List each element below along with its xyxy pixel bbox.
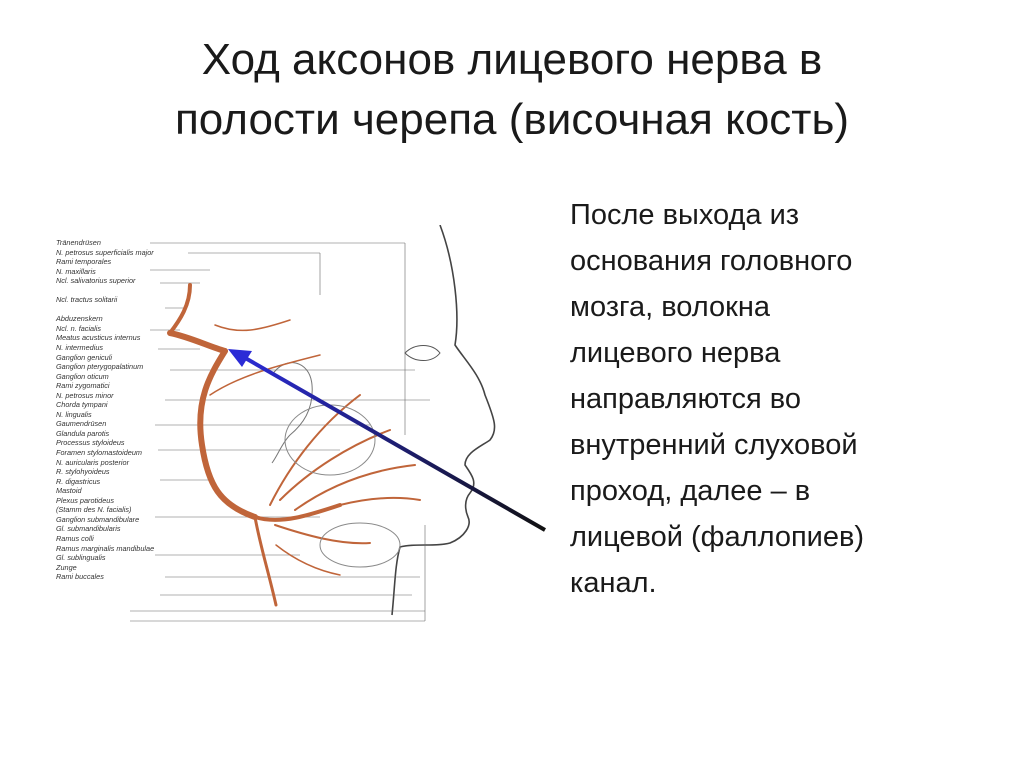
anatomy-label: Ramus colli [56, 533, 94, 543]
anatomy-label: Processus styloideus [56, 438, 125, 448]
anatomy-label: Gaumendrüsen [56, 419, 107, 429]
anatomy-label: R. digastricus [56, 476, 101, 486]
description-line: лицевого нерва [570, 337, 781, 369]
description-line: внутренний слуховой [570, 429, 858, 461]
facial-nerve-drawing [130, 224, 546, 622]
submandibular-gland [319, 522, 401, 568]
anatomy-label: Chorda tympani [56, 400, 108, 410]
description-line: мозга, волокна [570, 291, 770, 323]
pointer-arrow-head [228, 349, 252, 367]
anatomy-label: Rami temporales [56, 257, 112, 267]
anatomy-label [56, 286, 206, 296]
anatomy-label: Ganglion geniculi [56, 352, 112, 362]
pointer-arrow [239, 353, 546, 532]
anatomy-label: Gl. sublingualis [56, 553, 106, 563]
anatomy-label: Abduzenskern [56, 314, 103, 324]
anatomy-label: N. petrosus superficialis major [56, 247, 154, 257]
anatomy-label: Ramus marginalis mandibulae [56, 543, 155, 553]
description-line: проход, далее – в [570, 475, 811, 507]
anatomy-label: N. intermedius [56, 343, 104, 353]
anatomy-label: Ganglion oticum [56, 371, 109, 381]
anatomy-label: Mastoid [56, 486, 82, 496]
anatomy-label: Foramen stylomastoideum [56, 448, 142, 458]
anatomy-label: R. stylohyoideus [56, 467, 110, 477]
eye-outline [404, 345, 441, 361]
title-line: Ход аксонов лицевого нерва в [201, 35, 823, 84]
anatomy-label: Ncl. salivatorius superior [56, 276, 136, 286]
anatomy-label: Plexus parotideus [56, 495, 115, 505]
slide-title: Ход аксонов лицевого нерва в полости чер… [60, 30, 964, 150]
description-line: лицевой (фаллопиев) [570, 521, 865, 553]
head-outline [391, 224, 496, 616]
anatomy-label: Rami buccales [56, 572, 104, 582]
anatomy-label: Rami zygomatici [56, 381, 110, 391]
anatomy-label: Meatus acusticus internus [56, 333, 141, 343]
anatomy-label: Ncl. n. facialis [56, 323, 102, 333]
title-line: полости черепа (височная кость) [174, 95, 850, 144]
anatomy-label: Ncl. tractus solitarii [56, 295, 118, 305]
description-line: После выхода из [570, 199, 800, 231]
anatomy-label: N. maxillaris [56, 266, 96, 276]
anatomy-labels: Tränendrüsen N. petrosus superficialis m… [56, 238, 206, 582]
facial-nerve-illustration [40, 224, 560, 645]
anatomy-label: Tränendrüsen [56, 238, 101, 247]
description-text: После выхода из основания головного мозг… [570, 192, 990, 606]
description-line: основания головного [570, 245, 853, 277]
anatomy-label: Ganglion pterygopalatinum [56, 362, 144, 372]
anatomy-label: (Stamm des N. facialis) [56, 505, 132, 515]
anatomy-label: Gl. submandibularis [56, 524, 121, 534]
anatomy-label: N. lingualis [56, 409, 92, 419]
label-leader-lines [130, 242, 430, 622]
anatomy-label: Zunge [56, 562, 77, 572]
description-line: направляются во [570, 383, 802, 415]
parotid-gland [284, 404, 376, 476]
anatomy-label [56, 305, 206, 315]
anatomy-label: Glandula parotis [56, 428, 110, 438]
anatomy-label: Ganglion submandibulare [56, 514, 140, 524]
anatomy-label: N. petrosus minor [56, 390, 114, 400]
description-line: канал. [570, 567, 657, 599]
anatomy-label: N. auricularis posterior [56, 457, 129, 467]
facial-nerve-branches [167, 283, 421, 607]
ear-outline [271, 362, 313, 464]
